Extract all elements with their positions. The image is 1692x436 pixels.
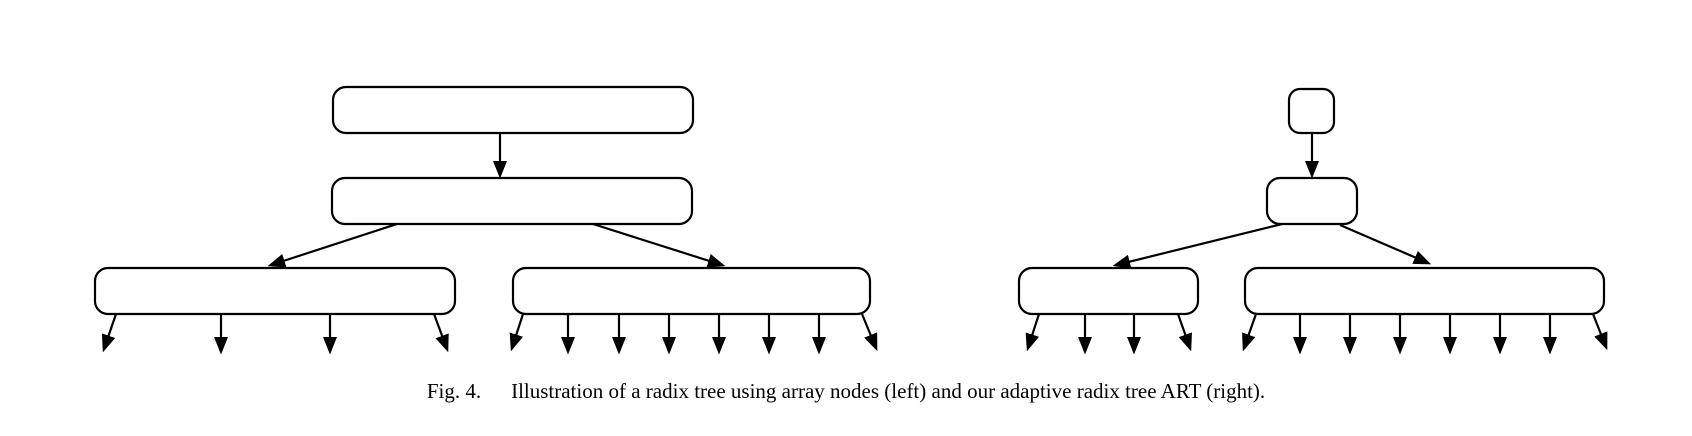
left-leaf-a-pointer-1: [101, 313, 118, 353]
left-tree-root-node: [331, 85, 695, 135]
left-tree-inner-node: [330, 176, 694, 226]
left-inner-to-leaf-b-edge: [592, 222, 726, 268]
figure-caption: Fig. 4. Illustration of a radix tree usi…: [0, 379, 1692, 404]
left-tree-leaf-node-b: [511, 266, 872, 316]
right-tree-leaf-node-b: [1243, 266, 1606, 316]
right-leaf-b-pointer-8: [1591, 313, 1608, 351]
right-tree-inner-node: [1265, 176, 1359, 226]
left-inner-to-leaf-a-edge: [267, 222, 398, 268]
right-inner-to-leaf-a-edge: [1112, 222, 1283, 269]
left-leaf-b-pointer-1: [509, 313, 525, 352]
right-leaf-b-pointer-1: [1242, 313, 1258, 352]
left-leaf-a-pointer-4: [432, 313, 449, 353]
left-leaf-b-pointer-8: [860, 313, 878, 352]
figure-caption-label: Fig. 4.: [426, 379, 482, 403]
right-tree-root-node: [1287, 87, 1336, 135]
right-inner-to-leaf-b-edge: [1339, 223, 1432, 265]
right-tree-leaf-node-a: [1017, 266, 1200, 316]
figure-caption-text: Illustration of a radix tree using array…: [511, 379, 1266, 403]
left-tree-leaf-node-a: [93, 266, 457, 316]
right-leaf-a-pointer-1: [1025, 313, 1041, 352]
right-leaf-a-pointer-4: [1176, 313, 1192, 352]
